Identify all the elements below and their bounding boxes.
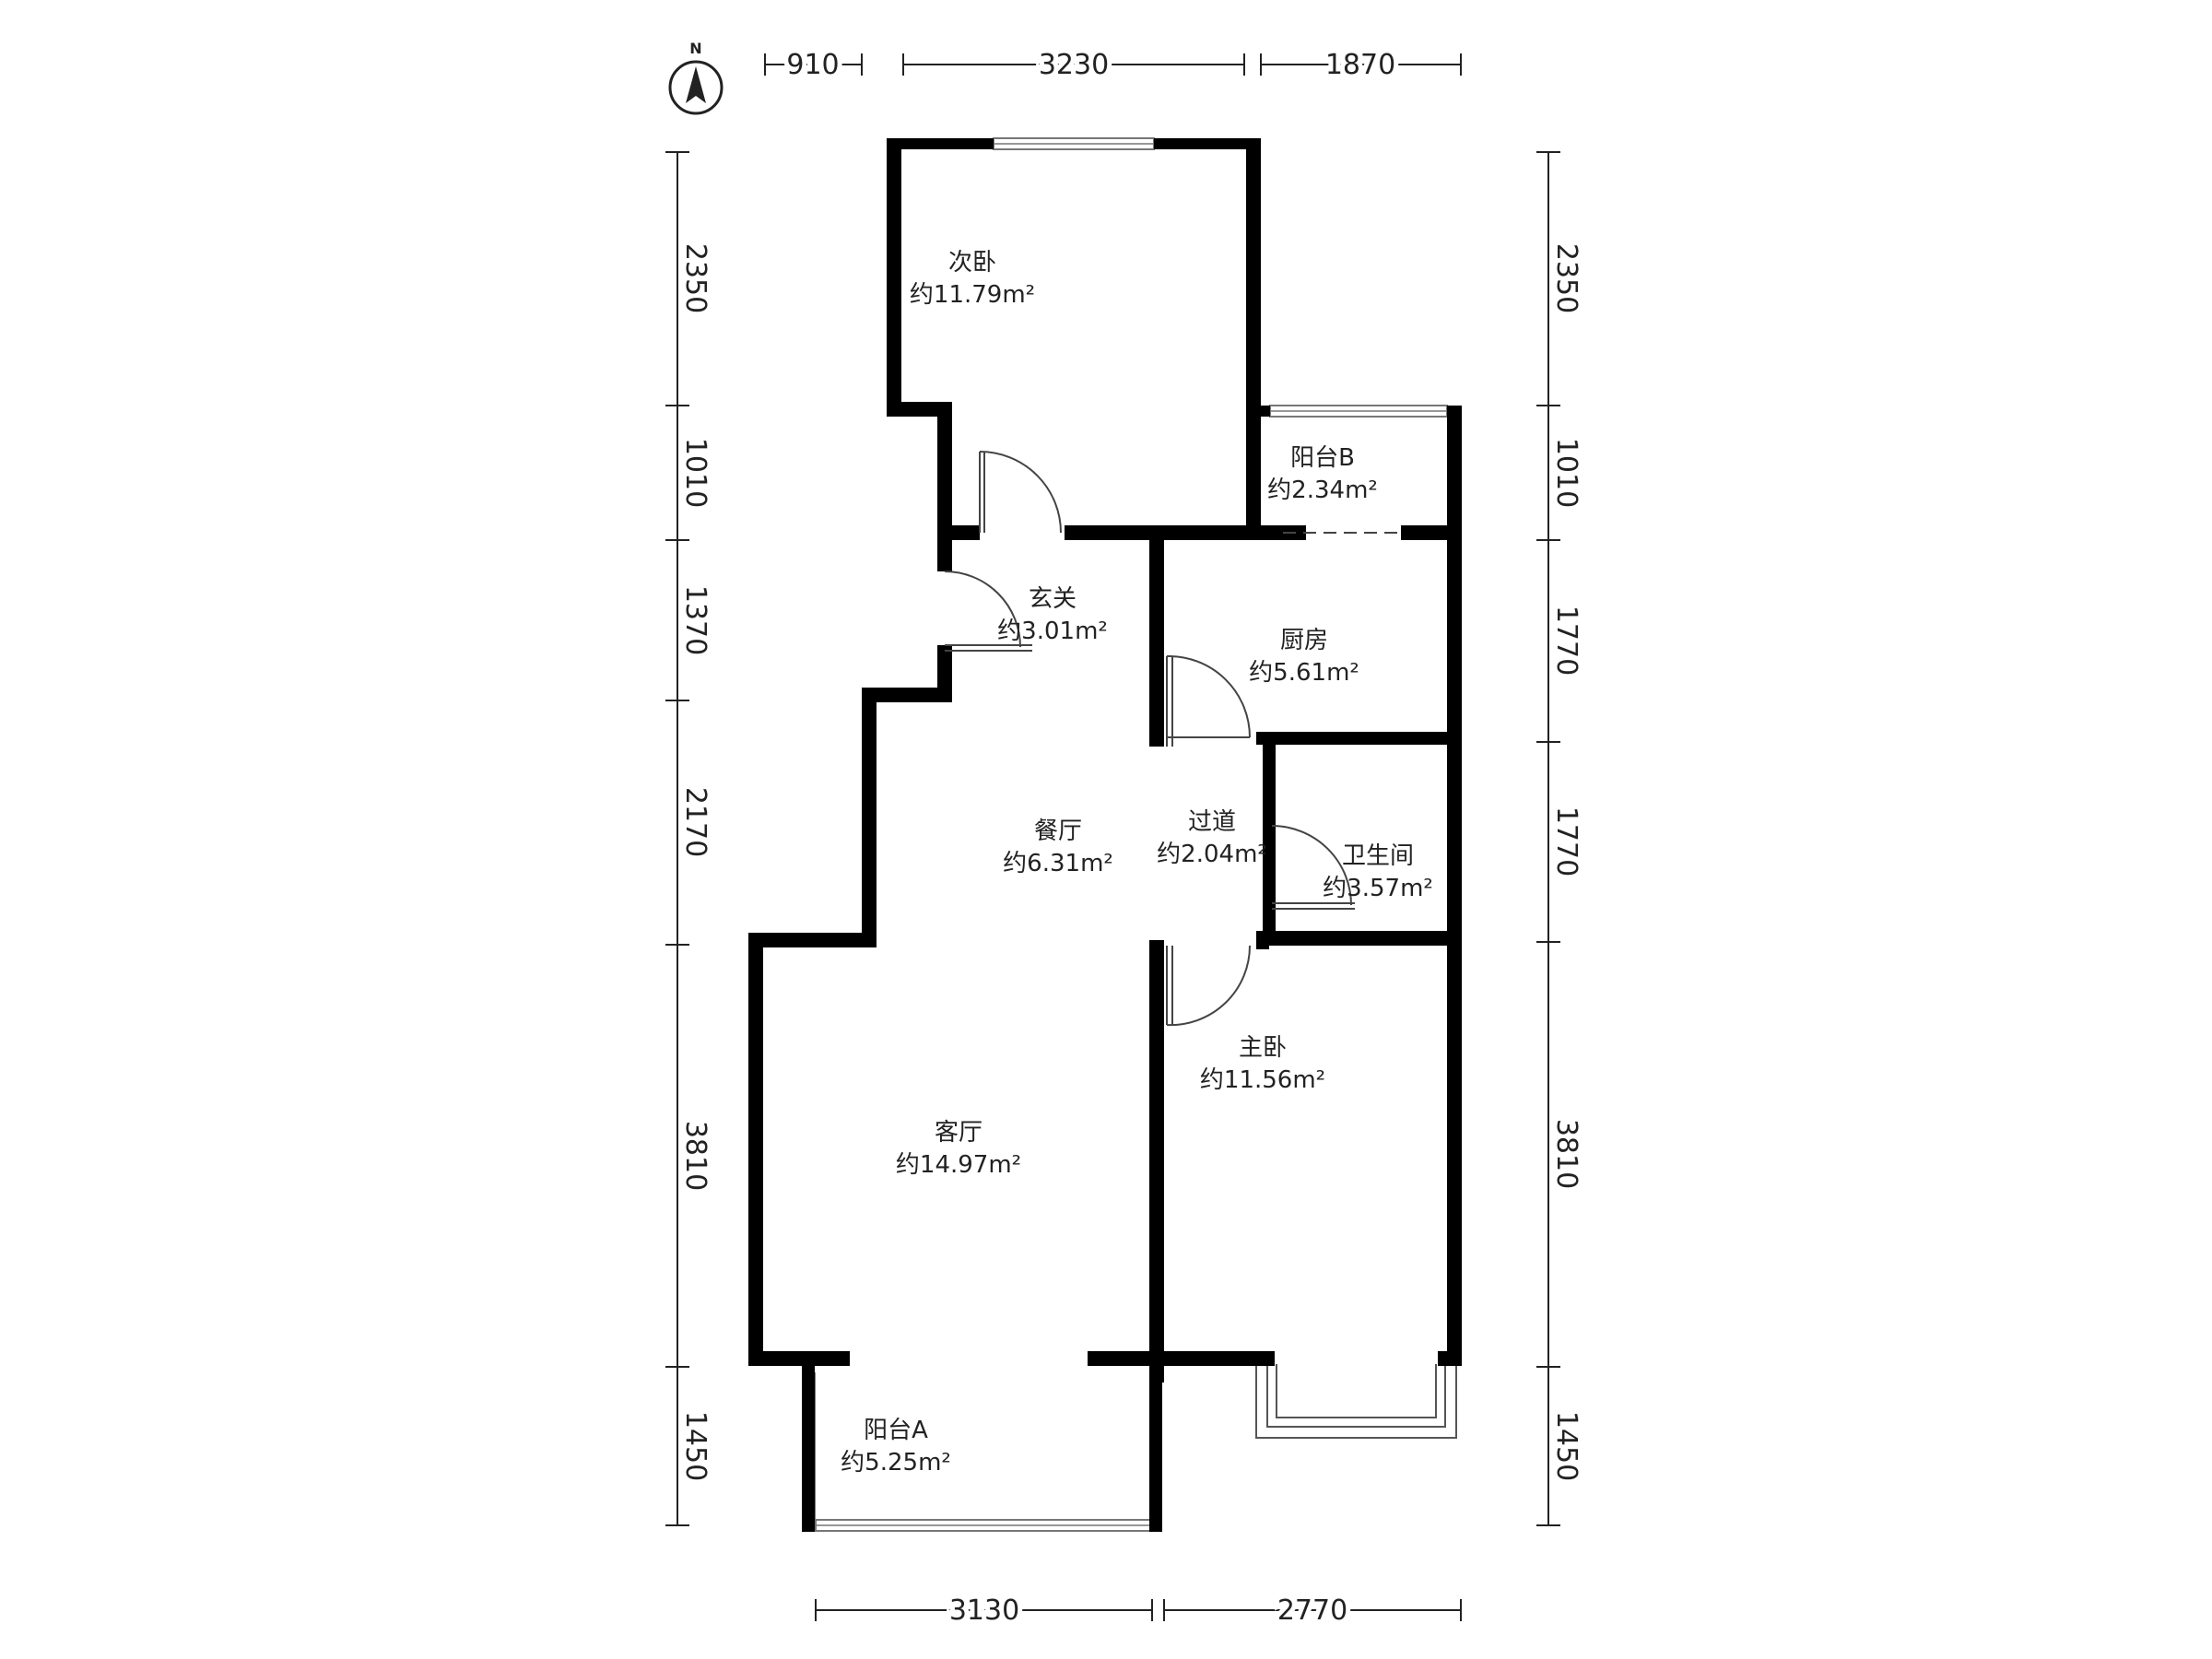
doors xyxy=(944,451,1399,1027)
room-name-balcony-b: 阳台B xyxy=(1290,444,1355,472)
door-entrance-icon xyxy=(944,571,1032,652)
dim-right-4: 1770 xyxy=(1550,806,1583,877)
room-area-kitchen: 约5.61m² xyxy=(1249,659,1359,687)
dimension-left: 2350 1010 1370 2170 3810 1450 xyxy=(665,151,716,1526)
room-name-entrance: 玄关 xyxy=(1029,585,1077,613)
room-name-kitchen: 厨房 xyxy=(1280,627,1328,654)
room-area-master-bedroom: 约11.56m² xyxy=(1200,1066,1325,1094)
dim-right-3: 1770 xyxy=(1550,606,1583,676)
room-name-balcony-a: 阳台A xyxy=(864,1417,928,1444)
room-name-dining: 餐厅 xyxy=(1034,818,1082,845)
dim-left-5: 3810 xyxy=(679,1121,712,1191)
door-bathroom-icon xyxy=(1271,825,1355,910)
dim-right-6: 1450 xyxy=(1550,1411,1583,1481)
room-name-corridor: 过道 xyxy=(1188,808,1236,836)
dim-bottom-2: 2770 xyxy=(1277,1594,1347,1627)
dim-top-3: 1870 xyxy=(1325,49,1395,81)
dim-right-5: 3810 xyxy=(1550,1119,1583,1189)
dim-left-1: 2350 xyxy=(679,243,712,313)
door-second-bedroom-icon xyxy=(979,451,1062,534)
dim-right-2: 1010 xyxy=(1550,438,1583,508)
north-compass-icon: N xyxy=(668,40,724,115)
room-area-living-room: 约14.97m² xyxy=(896,1151,1021,1179)
dim-right-1: 2350 xyxy=(1550,243,1583,313)
room-area-balcony-b: 约2.34m² xyxy=(1267,477,1378,504)
dim-left-3: 1370 xyxy=(679,585,712,655)
room-area-bathroom: 约3.57m² xyxy=(1323,875,1433,902)
room-area-second-bedroom: 约11.79m² xyxy=(910,281,1035,309)
dim-left-2: 1010 xyxy=(679,438,712,508)
room-area-corridor: 约2.04m² xyxy=(1157,841,1267,868)
dimension-right: 2350 1010 1770 1770 3810 1450 xyxy=(1536,151,1587,1526)
dimension-top: 910 3230 1870 xyxy=(764,44,1462,86)
dim-left-4: 2170 xyxy=(679,787,712,857)
walls xyxy=(748,138,1462,1532)
dim-top-1: 910 xyxy=(786,49,839,81)
door-kitchen-icon xyxy=(1166,654,1251,747)
door-master-bedroom-icon xyxy=(1166,945,1252,1027)
room-area-dining: 约6.31m² xyxy=(1003,850,1113,877)
room-name-master-bedroom: 主卧 xyxy=(1239,1034,1287,1062)
windows xyxy=(803,137,1457,1532)
dim-top-2: 3230 xyxy=(1039,49,1109,81)
room-area-entrance: 约3.01m² xyxy=(997,618,1108,645)
north-label: N xyxy=(689,40,701,57)
dimension-bottom: 3130 2770 xyxy=(815,1590,1462,1631)
room-name-bathroom: 卫生间 xyxy=(1342,842,1414,870)
room-area-balcony-a: 约5.25m² xyxy=(841,1449,951,1477)
dim-left-6: 1450 xyxy=(679,1411,712,1481)
dim-bottom-1: 3130 xyxy=(949,1594,1019,1627)
room-name-living-room: 客厅 xyxy=(935,1119,982,1147)
room-labels: 次卧 约11.79m² 阳台B 约2.34m² 玄关 约3.01m² 厨房 约5… xyxy=(841,249,1433,1477)
room-name-second-bedroom: 次卧 xyxy=(948,249,996,276)
